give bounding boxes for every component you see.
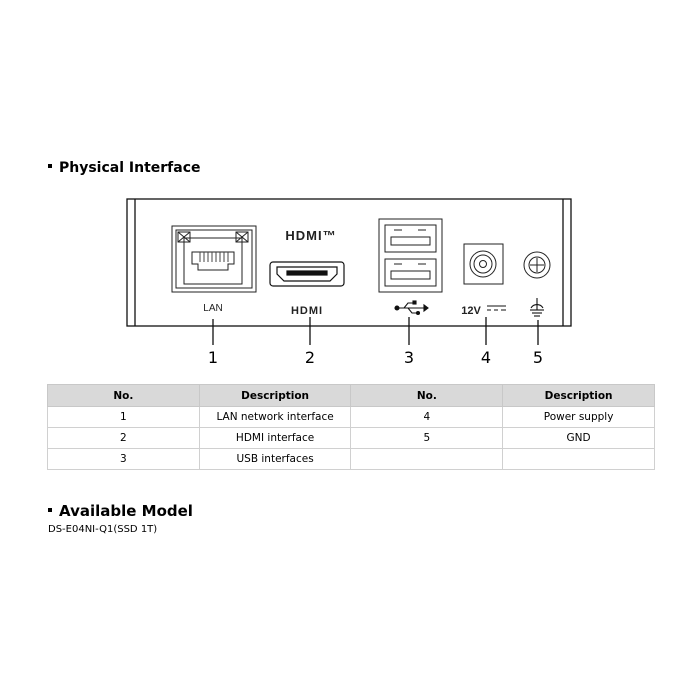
table-header-row: No. Description No. Description: [47, 384, 655, 407]
ground-symbol-icon: [530, 298, 544, 317]
usb-ports-icon: [378, 218, 443, 293]
header-no: No.: [47, 384, 200, 407]
header-no: No.: [350, 384, 504, 407]
table-cell: LAN network interface: [198, 406, 352, 428]
available-model-heading: Available Model: [48, 502, 193, 520]
physical-interface-title: Physical Interface: [59, 160, 201, 176]
model-number: DS-E04NI-Q1(SSD 1T): [48, 524, 158, 535]
device-rear-panel-diagram: LAN HDMI™ HDMI 12V: [126, 198, 572, 367]
callout-2: 2: [305, 348, 315, 367]
callout-1: 1: [208, 348, 218, 367]
hdmi-port-icon: [269, 261, 345, 287]
power-port-icon: [463, 243, 504, 285]
header-description: Description: [502, 384, 655, 407]
table-cell: 2: [47, 427, 200, 449]
device-body: [126, 198, 572, 327]
lan-label: LAN: [203, 303, 222, 314]
table-cell: USB interfaces: [198, 448, 352, 470]
table-cell: 3: [47, 448, 200, 470]
callout-4: 4: [481, 348, 491, 367]
physical-interface-heading: Physical Interface: [48, 160, 201, 176]
table-cell: 5: [350, 427, 504, 449]
table-cell: 1: [47, 406, 200, 428]
header-description: Description: [198, 384, 352, 407]
table-cell: HDMI interface: [198, 427, 352, 449]
dc-symbol-icon: [487, 305, 506, 311]
interface-table: No. Description No. Description 1 LAN ne…: [47, 384, 655, 470]
table-cell: GND: [502, 427, 655, 449]
hdmi-logo-top: HDMI™: [285, 228, 336, 243]
lan-port-icon: [171, 225, 257, 293]
callout-3: 3: [404, 348, 414, 367]
power-12v-label: 12V: [461, 305, 481, 317]
table-cell: 4: [350, 406, 504, 428]
table-cell: [502, 448, 655, 470]
gnd-terminal-icon: [523, 251, 551, 279]
table-row: 2 HDMI interface 5 GND: [47, 427, 655, 449]
table-row: 3 USB interfaces: [47, 448, 655, 470]
table-cell: Power supply: [502, 406, 655, 428]
table-row: 1 LAN network interface 4 Power supply: [47, 406, 655, 428]
usb-symbol-icon: [394, 300, 429, 316]
callout-lines: [212, 317, 539, 345]
bullet-icon: [48, 507, 52, 512]
callout-5: 5: [533, 348, 543, 367]
bullet-icon: [48, 164, 52, 168]
available-model-title: Available Model: [59, 502, 193, 520]
table-cell: [350, 448, 504, 470]
hdmi-label-bottom: HDMI: [291, 305, 323, 317]
